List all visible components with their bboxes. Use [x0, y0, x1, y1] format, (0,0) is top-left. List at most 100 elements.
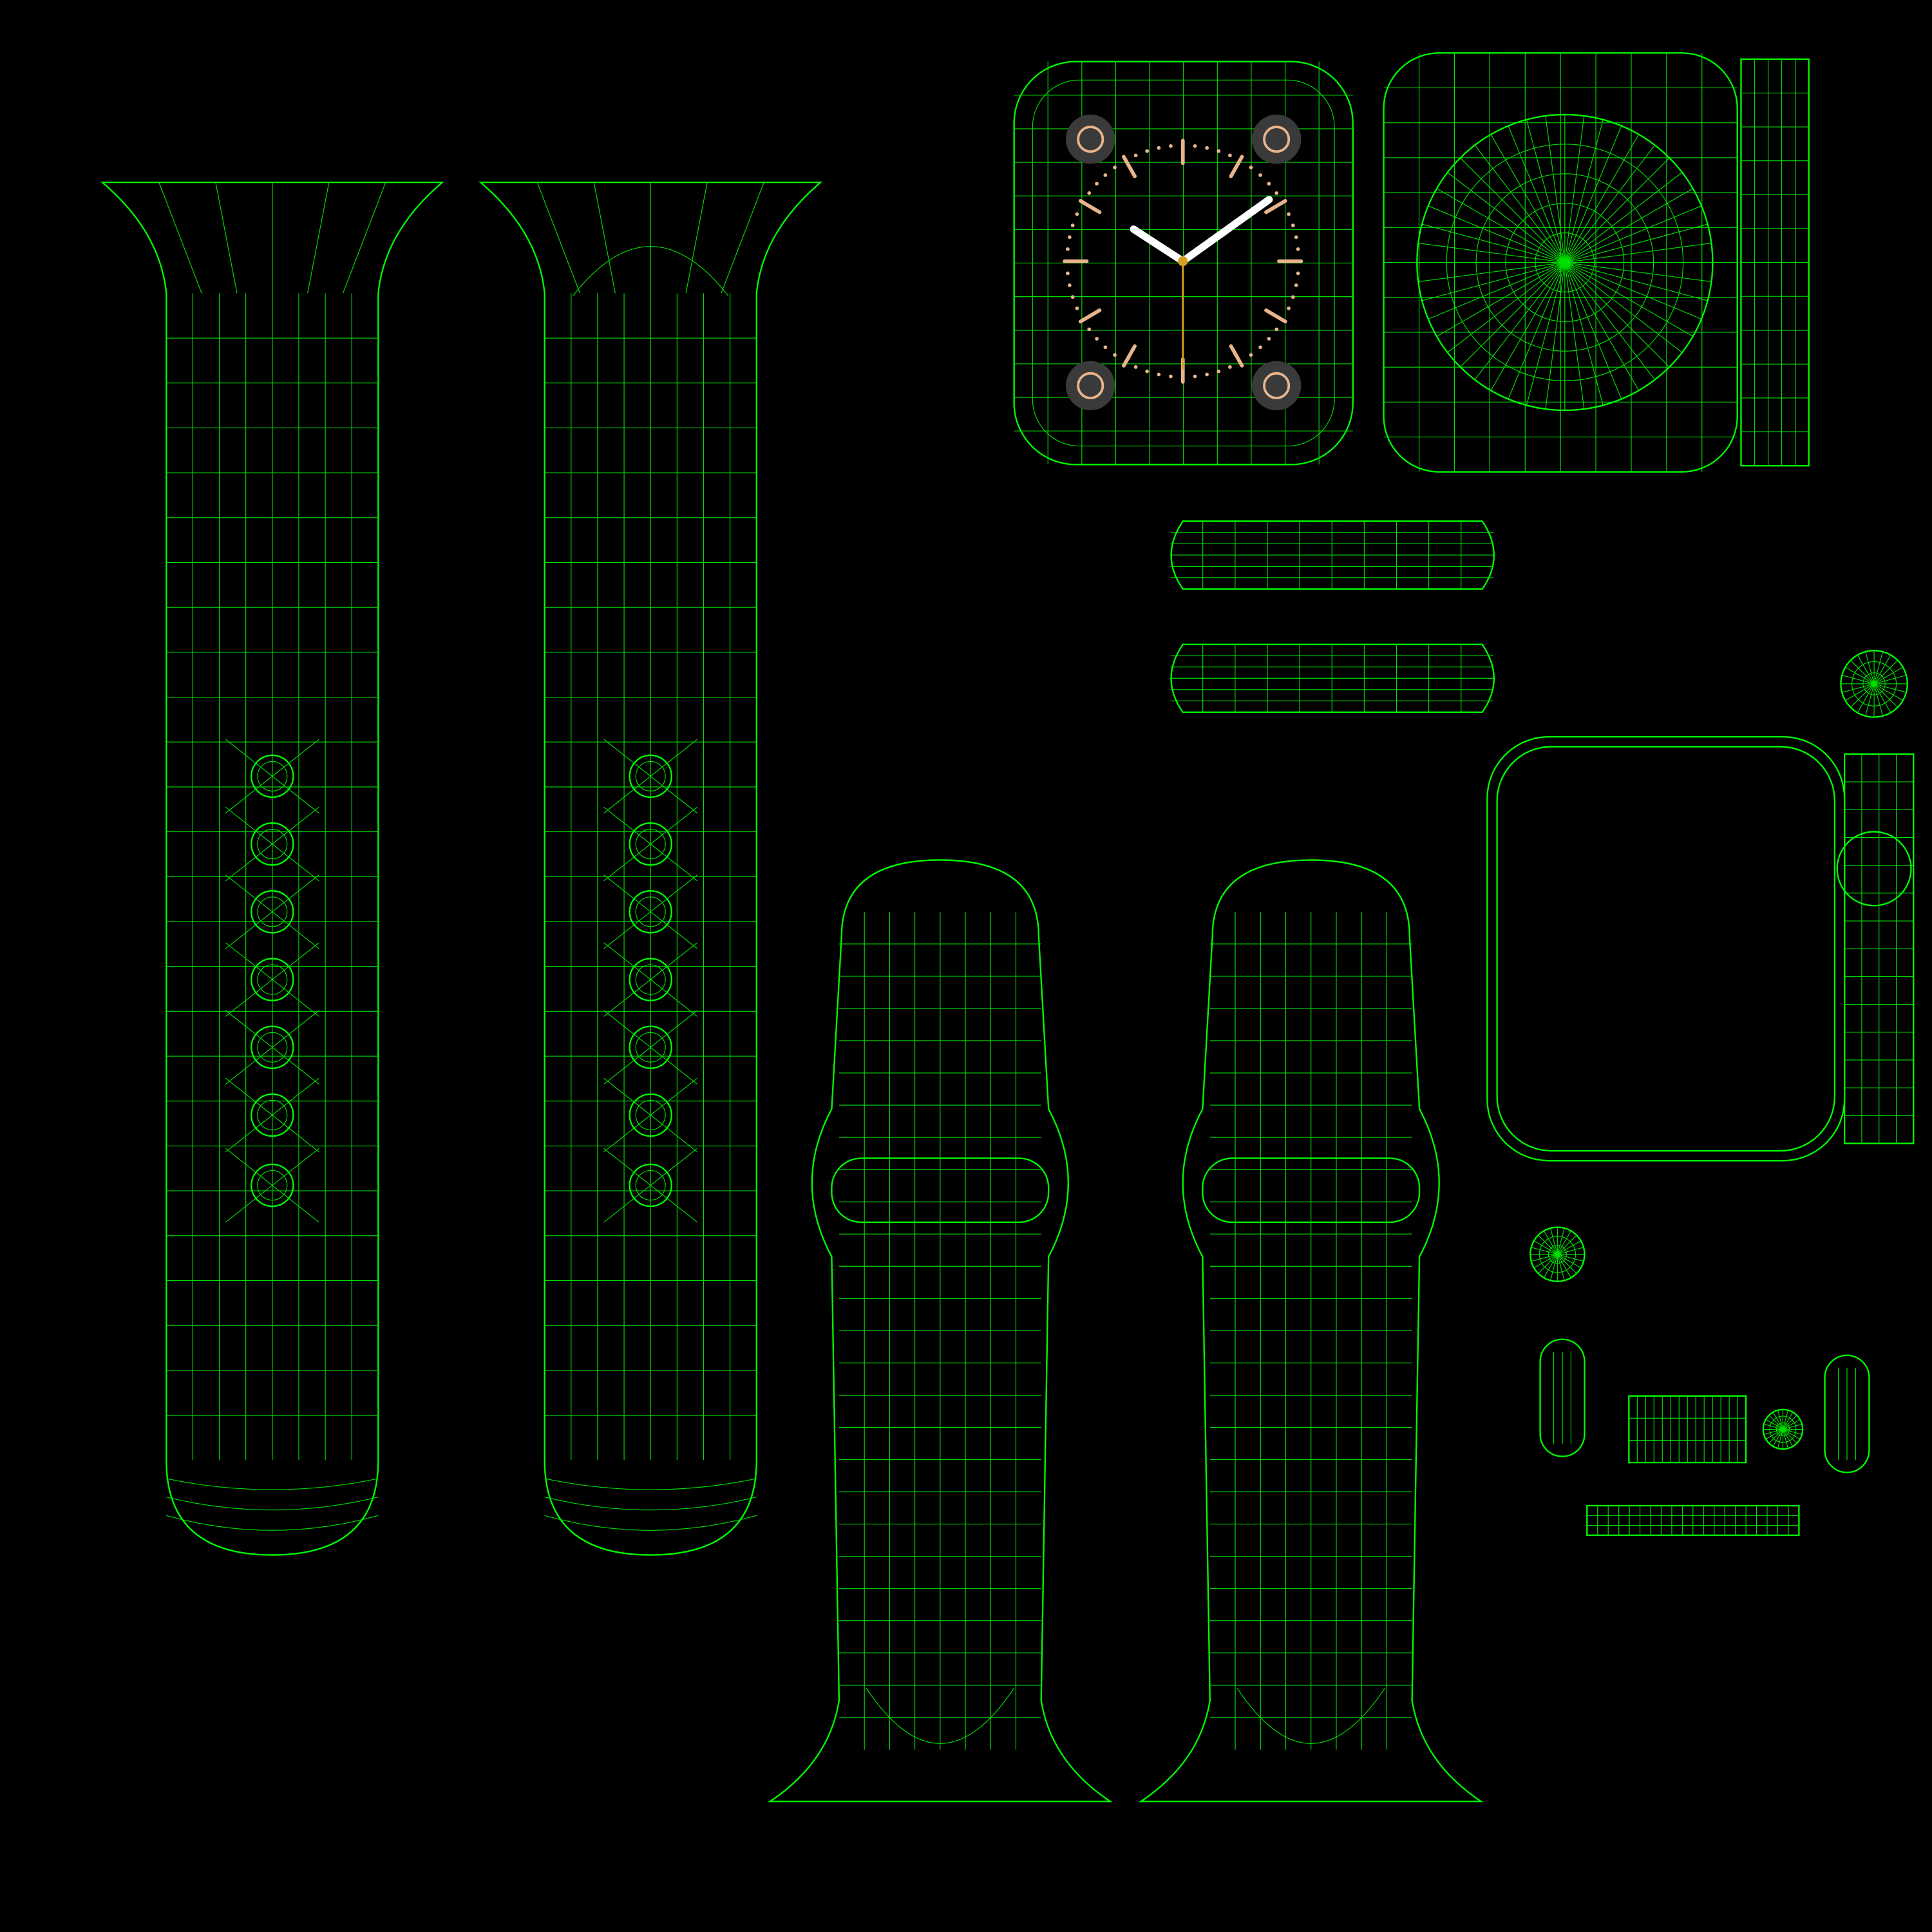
minute-dot: [1145, 149, 1150, 153]
minute-dot: [1070, 295, 1075, 299]
minute-dot: [1113, 166, 1117, 169]
hand-pivot: [1178, 256, 1188, 267]
minute-dot: [1113, 353, 1117, 357]
wire-line: [1564, 261, 1708, 301]
crown-hole: [1836, 831, 1912, 907]
minute-dot: [1070, 223, 1075, 227]
button-cap: [1530, 1226, 1586, 1282]
wire-line: [1564, 119, 1604, 263]
wire-line: [1783, 1419, 1801, 1430]
stopwatch-icon: [1263, 372, 1291, 399]
wire-ring: [1530, 1226, 1586, 1282]
minute-dot: [1193, 374, 1197, 379]
strap-hole: [629, 1093, 672, 1137]
wire-line: [536, 182, 581, 294]
wire-line: [866, 1687, 1015, 1744]
minute-dot: [1103, 173, 1108, 177]
strap-hole: [251, 1163, 294, 1208]
wire-line: [1447, 172, 1566, 263]
hour-mark: [1229, 344, 1244, 368]
strap-hole: [251, 1025, 294, 1069]
strap-loop-slot: [1202, 1157, 1421, 1224]
wire-line: [1873, 674, 1907, 685]
wire-line: [1557, 1227, 1565, 1255]
wire-line: [1549, 1254, 1558, 1281]
minute-dot: [1274, 327, 1279, 332]
minute-dot: [1205, 372, 1209, 377]
minute-dot: [1145, 369, 1150, 374]
wire-line: [1418, 242, 1565, 263]
watch-side-strip: [1740, 58, 1810, 467]
wire-line: [1857, 683, 1875, 713]
complication-weather: [1065, 361, 1115, 411]
minute-dot: [1296, 271, 1300, 276]
wire-line: [1421, 261, 1565, 301]
wire-line: [603, 1077, 698, 1153]
minute-dot: [1087, 191, 1092, 195]
wire-line: [685, 182, 708, 294]
wire-line: [1765, 1428, 1783, 1440]
wire-line: [1873, 683, 1899, 708]
bezel-bar-bottom: [1170, 643, 1495, 714]
strap-hole-inner: [257, 1032, 288, 1063]
wire-ring: [1535, 232, 1595, 293]
wire-line: [225, 739, 319, 814]
wire-line: [1873, 651, 1884, 685]
wire-line: [1564, 262, 1640, 391]
pill-outline: [1824, 1354, 1870, 1473]
wire-line: [1543, 1254, 1558, 1278]
strap-arch: [573, 246, 729, 296]
wire-line: [1564, 134, 1640, 263]
wire-ring: [1416, 113, 1714, 412]
crown-cap: [1840, 650, 1908, 718]
strap-hole-inner: [635, 964, 666, 995]
small-disc: [1762, 1408, 1804, 1450]
wire-ring: [1548, 1245, 1567, 1264]
wire-line: [166, 1497, 379, 1511]
wire-line: [1564, 145, 1656, 263]
wire-line: [603, 874, 698, 949]
complication-stopwatch: [1251, 361, 1302, 411]
hour-mark: [1078, 308, 1102, 324]
wire-line: [342, 182, 386, 294]
strap-hole-inner: [635, 1170, 666, 1201]
strap-hole-inner: [635, 761, 666, 791]
strap-hole: [629, 754, 672, 799]
strap-outline: [478, 182, 823, 1556]
strap-hole-inner: [257, 1099, 288, 1131]
wire-line: [225, 1077, 319, 1153]
wire-line: [225, 1010, 319, 1085]
minute-dot: [1291, 223, 1295, 227]
wire-line: [1783, 1423, 1803, 1430]
pill-right: [1824, 1354, 1870, 1473]
strap-hole: [629, 890, 672, 934]
strap-hole: [251, 822, 294, 866]
wire-line: [1421, 223, 1565, 263]
wire-line: [1526, 262, 1566, 406]
watch-face: [1013, 61, 1354, 466]
wire-line: [1526, 119, 1566, 263]
minute-hand: [1179, 196, 1273, 265]
minute-dot: [1258, 173, 1262, 177]
strap-hole-inner: [635, 896, 666, 927]
hour-mark: [1229, 155, 1244, 178]
wire-line: [1783, 1428, 1801, 1440]
minute-dot: [1103, 345, 1108, 350]
strap-left: [100, 182, 444, 1556]
strap-middle: [478, 182, 823, 1556]
wire-ring: [1852, 661, 1897, 706]
minute-dot: [1193, 144, 1197, 148]
wire-line: [1873, 659, 1899, 685]
wire-line: [1533, 1240, 1558, 1255]
wire-line: [1533, 1254, 1558, 1269]
strap-hole-inner: [635, 829, 666, 860]
wire-ring: [1505, 203, 1625, 322]
weather-icon: [1077, 372, 1104, 399]
minute-dot: [1287, 306, 1291, 310]
wire-line: [1236, 1687, 1385, 1744]
wire-line: [1564, 261, 1702, 319]
bezel-bar-top: [1170, 520, 1495, 590]
minute-dot: [1228, 365, 1232, 369]
wire-line: [1545, 262, 1566, 410]
